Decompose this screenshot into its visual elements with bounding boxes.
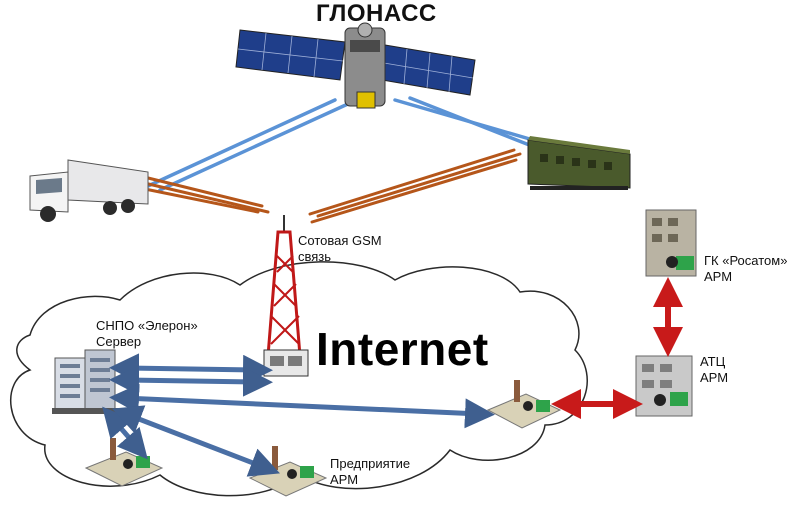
gsm-label-line1: Сотовая GSM xyxy=(298,233,382,248)
truck-icon xyxy=(29,159,149,222)
server-building-icon xyxy=(52,349,122,414)
atc-label-line2: АРМ xyxy=(700,370,729,385)
diagram-title: ГЛОНАСС xyxy=(316,0,437,27)
atc-label-line1: АТЦ xyxy=(700,354,726,369)
rosatom-label: ГК «Росатом» АРМ xyxy=(704,253,787,285)
enterprise-label-line1: Предприятие xyxy=(330,456,411,471)
server-label-line1: СНПО «Элерон» xyxy=(96,318,198,333)
gsm-label-line2: связь xyxy=(298,249,332,264)
server-label-line2: Сервер xyxy=(96,334,142,349)
secure-links xyxy=(551,277,683,419)
train-car-icon xyxy=(527,136,631,190)
enterprise-label: Предприятие АРМ xyxy=(330,456,410,488)
rosatom-building-icon xyxy=(645,209,697,277)
satellite-links xyxy=(146,96,544,192)
atc-building-icon xyxy=(635,355,693,417)
atc-label: АТЦ АРМ xyxy=(700,354,728,386)
rosatom-label-line1: ГК «Росатом» xyxy=(704,253,788,268)
network-links xyxy=(102,353,495,477)
internet-label: Internet xyxy=(316,323,489,375)
enterprise-workstation-icon-3 xyxy=(486,380,562,429)
gsm-label: Сотовая GSM связь xyxy=(298,233,382,265)
gsm-links xyxy=(138,148,522,224)
enterprise-label-line2: АРМ xyxy=(330,472,359,487)
server-label: СНПО «Элерон» Сервер xyxy=(96,318,198,350)
rosatom-label-line2: АРМ xyxy=(704,269,733,284)
satellite-icon xyxy=(235,22,476,109)
